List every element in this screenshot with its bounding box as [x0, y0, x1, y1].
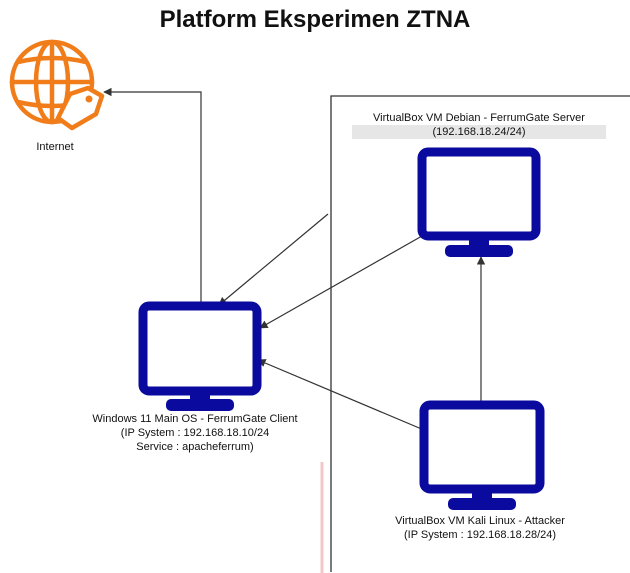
client-to-internet-link — [103, 87, 202, 306]
client-ip: (IP System : 192.168.18.10/24 — [120, 427, 270, 439]
attacker-name: VirtualBox VM Kali Linux - Attacker — [395, 515, 565, 527]
client-monitor-icon — [138, 301, 262, 411]
internet-globe-icon — [9, 39, 95, 125]
attacker-label: VirtualBox VM Kali Linux - Attacker (IP … — [360, 514, 600, 542]
client-name: Windows 11 Main OS - FerrumGate Client — [92, 413, 298, 425]
diagram-title: Platform Eksperimen ZTNA — [159, 6, 471, 33]
internet-label: Internet — [36, 141, 74, 153]
attacker-to-client-link — [257, 359, 425, 431]
vm-to-client-link — [218, 213, 329, 306]
tag-icon — [55, 85, 105, 131]
attacker-monitor-icon — [419, 400, 545, 510]
server-label: VirtualBox VM Debian - FerrumGate Server… — [352, 111, 606, 139]
client-label: Windows 11 Main OS - FerrumGate Client (… — [60, 412, 330, 454]
server-name: VirtualBox VM Debian - FerrumGate Server — [373, 112, 585, 124]
server-monitor-icon — [417, 147, 541, 257]
server-to-client-link — [259, 235, 423, 329]
vm-boundary — [330, 95, 630, 572]
client-service: Service : apacheferrum) — [136, 441, 254, 453]
server-ip: (192.168.18.24/24) — [352, 125, 606, 139]
attacker-ip: (IP System : 192.168.18.28/24) — [403, 529, 557, 541]
